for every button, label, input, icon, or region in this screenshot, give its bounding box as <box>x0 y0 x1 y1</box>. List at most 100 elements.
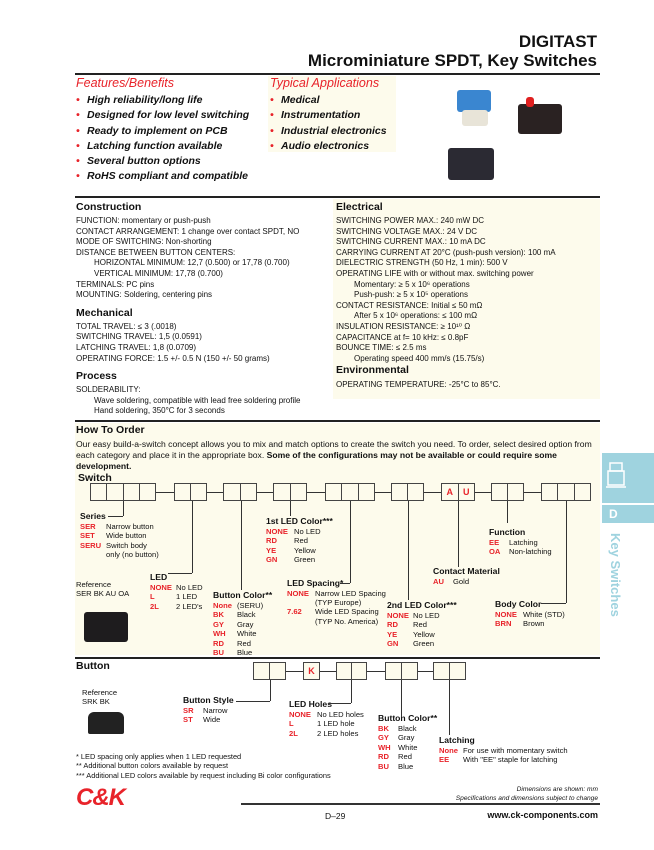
spec-line: CARRYING CURRENT AT 20°C (push-push vers… <box>336 247 556 257</box>
spec-line: VERTICAL MINIMUM: 17,78 (0.700) <box>94 268 223 278</box>
spec-line: BOUNCE TIME: ≤ 2.5 ms <box>336 343 427 353</box>
option-code: YE <box>266 545 277 555</box>
option-desc: Wide button <box>106 531 147 541</box>
connector-line <box>458 501 459 567</box>
code-cell[interactable] <box>337 663 352 679</box>
option-code: SER <box>80 522 96 531</box>
mechanical-heading: Mechanical <box>76 306 133 319</box>
connector-line <box>340 583 350 584</box>
code-cell[interactable] <box>575 484 590 500</box>
switch-code-box[interactable] <box>491 483 524 501</box>
switch-code-box[interactable] <box>325 483 375 501</box>
option-code: RD <box>266 536 277 546</box>
option-code: EE <box>489 538 500 547</box>
spec-line: CAPACITANCE at f= 10 kHz: ≤ 0.8pF <box>336 332 469 342</box>
construction-heading: Construction <box>76 201 142 213</box>
connector-line <box>286 671 303 672</box>
switch-code-box[interactable] <box>541 483 591 501</box>
code-cell[interactable]: A <box>442 484 459 500</box>
spec-line: INSULATION RESISTANCE: ≥ 10¹⁰ Ω <box>336 321 471 331</box>
code-cell[interactable] <box>392 484 408 500</box>
option-desc: White (STD) <box>523 610 565 619</box>
switch-code-box[interactable] <box>273 483 307 501</box>
code-cell[interactable] <box>402 663 417 679</box>
spec-line: Momentary: ≥ 5 x 10⁶ operations <box>354 279 470 289</box>
code-cell[interactable] <box>450 663 465 679</box>
code-cell[interactable] <box>359 484 374 500</box>
code-cell[interactable] <box>175 484 191 500</box>
led-options-title: LED <box>150 572 168 582</box>
code-cell[interactable] <box>274 484 291 500</box>
option-desc: Green <box>294 555 316 565</box>
connector-line <box>320 671 336 672</box>
button-code-box[interactable]: K <box>303 662 320 680</box>
spec-line: TERMINALS: PC pins <box>76 279 155 289</box>
code-cell[interactable] <box>107 484 124 500</box>
section-tab-letter[interactable]: D <box>602 505 654 523</box>
button-style-options-title: Button Style <box>183 695 234 705</box>
switch-code-box[interactable] <box>223 483 257 501</box>
code-cell[interactable]: K <box>308 666 315 676</box>
code-cell[interactable] <box>542 484 559 500</box>
code-cell[interactable] <box>408 484 423 500</box>
code-cell[interactable] <box>291 484 307 500</box>
code-cell[interactable] <box>434 663 450 679</box>
option-code: NONE <box>289 710 311 719</box>
code-cell[interactable] <box>191 484 206 500</box>
button-code-box[interactable] <box>385 662 418 680</box>
option-desc: Brown <box>523 619 545 629</box>
switch-code-box[interactable] <box>90 483 156 501</box>
connector-line <box>375 492 391 493</box>
environmental-heading: Environmental <box>336 364 409 377</box>
code-cell[interactable] <box>124 484 140 500</box>
connector-line <box>108 516 123 517</box>
website-link[interactable]: www.ck-components.com <box>487 810 598 820</box>
option-code: 7.62 <box>287 607 302 617</box>
footnotes: * LED spacing only applies when 1 LED re… <box>76 752 331 780</box>
button-code-box[interactable] <box>336 662 367 680</box>
option-desc: 1 LED <box>176 592 198 602</box>
code-cell[interactable] <box>558 484 575 500</box>
footnote: ** Additional button colors available by… <box>76 761 229 771</box>
option-desc: 2 LED holes <box>317 728 359 738</box>
code-cell[interactable] <box>386 663 402 679</box>
code-cell[interactable] <box>140 484 155 500</box>
code-cell[interactable] <box>326 484 343 500</box>
brand-title: DIGITAST <box>518 32 597 51</box>
button-code-box[interactable] <box>433 662 466 680</box>
order-intro: Our easy build-a-switch concept allows y… <box>76 439 598 472</box>
connector-line <box>367 671 385 672</box>
code-cell[interactable] <box>492 484 508 500</box>
code-cell[interactable] <box>254 663 270 679</box>
code-cell[interactable] <box>91 484 108 500</box>
option-desc: Red <box>237 638 251 648</box>
connector-line <box>524 492 541 493</box>
button-code-box[interactable] <box>253 662 286 680</box>
switch-code-box[interactable] <box>391 483 424 501</box>
spec-line: MOUNTING: Soldering, centering pins <box>76 290 213 300</box>
reference-label: Reference <box>82 688 118 697</box>
code-cell[interactable] <box>352 663 366 679</box>
switch-reference-image <box>84 612 128 642</box>
code-cell[interactable]: U <box>463 487 470 497</box>
code-cell[interactable] <box>342 484 359 500</box>
spec-line: OPERATING TEMPERATURE: -25°C to 85°C. <box>336 380 501 390</box>
code-cell[interactable] <box>508 484 523 500</box>
switch-code-box[interactable] <box>174 483 207 501</box>
code-cell[interactable] <box>224 484 241 500</box>
connector-line <box>168 573 192 574</box>
led-holes-options-title: LED Holes <box>289 699 332 709</box>
code-cell[interactable] <box>241 484 257 500</box>
application-item: Medical <box>270 93 410 109</box>
code-cell[interactable] <box>270 663 285 679</box>
option-code: GY <box>213 619 224 629</box>
